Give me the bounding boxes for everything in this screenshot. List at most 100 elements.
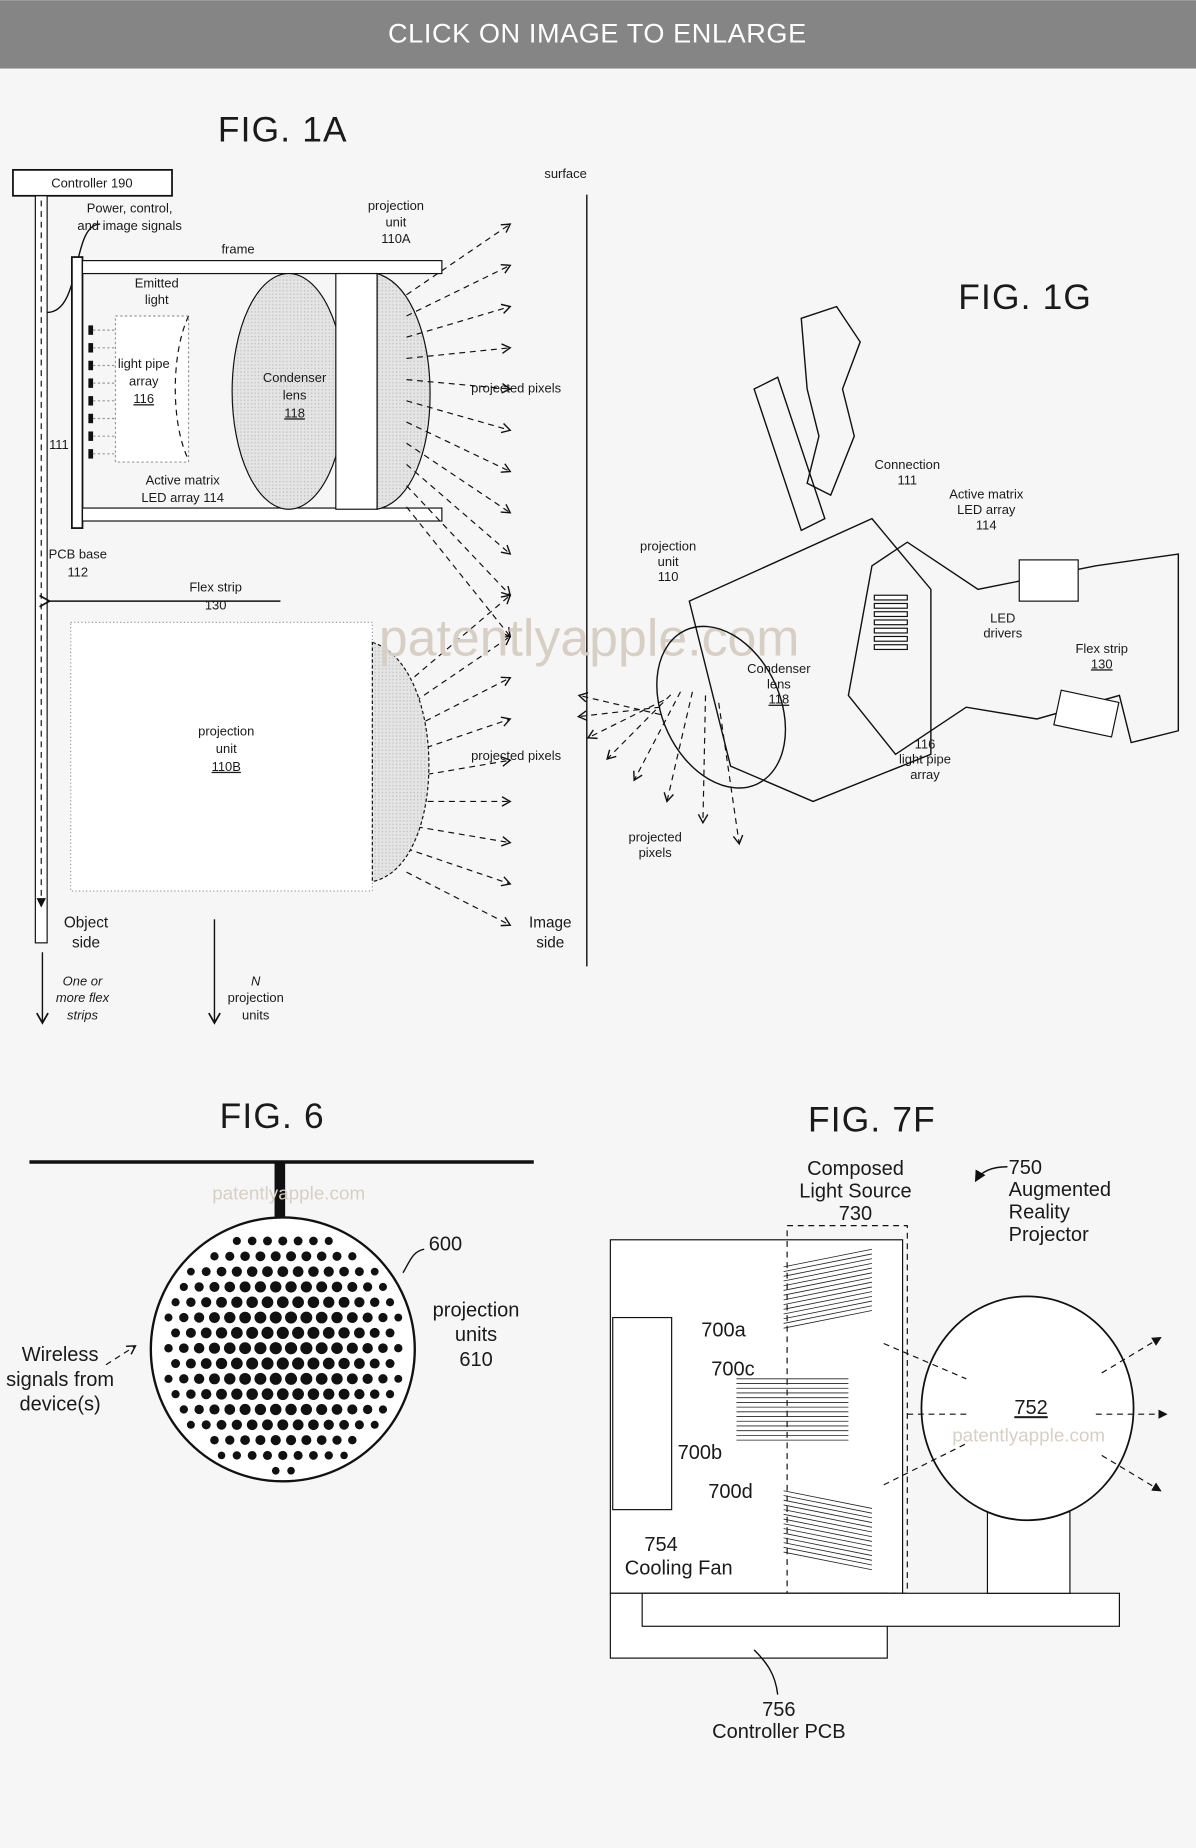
heatsink-fin — [783, 1509, 873, 1528]
controller-box — [12, 168, 173, 197]
watermark: patentlyapple.com — [212, 1183, 365, 1204]
projection-unit-dot — [270, 1281, 282, 1293]
enlarge-banner-text[interactable]: CLICK ON IMAGE TO ENLARGE — [388, 18, 807, 49]
projector-label: Projector — [1009, 1224, 1089, 1246]
projection-unit-dot — [194, 1404, 204, 1415]
projection-unit-dot — [239, 1403, 251, 1416]
projector-label: Augmented — [1009, 1179, 1111, 1201]
projection-unit-dot — [285, 1403, 297, 1416]
projection-unit-dot — [324, 1236, 333, 1246]
projection-unit-dot — [369, 1389, 380, 1399]
condenser-label: lens — [283, 388, 307, 403]
more-strips-label: more flex — [56, 990, 110, 1005]
enlarge-banner[interactable]: CLICK ON IMAGE TO ENLARGE — [0, 0, 1196, 69]
projection-unit-dot — [201, 1389, 212, 1400]
heatsink-fin — [783, 1528, 873, 1547]
heatsink-fin — [783, 1258, 873, 1277]
projection-unit-dot — [307, 1296, 320, 1309]
heatsink-fin — [783, 1262, 873, 1282]
projection-unit-dot — [363, 1282, 373, 1292]
controller-pcb-label: Controller PCB — [712, 1721, 845, 1743]
wireless-label: Wireless — [22, 1344, 99, 1366]
projection-unit-dot — [254, 1342, 267, 1355]
projection-unit-dot — [307, 1326, 320, 1339]
projected-pixel-ray — [406, 594, 512, 685]
projected-pixels-label: pixels — [639, 845, 673, 860]
sphere-ref-label: 600 — [429, 1233, 462, 1255]
heatsink-700d-label: 700d — [708, 1481, 753, 1503]
projection-unit-dot — [263, 1236, 272, 1246]
heatsink-fin — [783, 1542, 873, 1561]
projection-unit-dot — [239, 1342, 252, 1355]
more-strips-label: One or — [63, 973, 103, 988]
projection-unit-dot — [261, 1296, 274, 1309]
projection-unit-dot — [255, 1251, 266, 1262]
projection-unit-dot — [338, 1327, 350, 1339]
projection-unit-dot — [262, 1266, 273, 1277]
light-pipe — [873, 635, 908, 642]
projection-unit-dot — [394, 1313, 403, 1322]
projection-unit-dot — [347, 1404, 358, 1415]
projection-unit-dot — [186, 1389, 196, 1399]
heatsink-fin — [783, 1546, 873, 1566]
projection-unit-dot — [186, 1297, 196, 1307]
projection-unit-dot — [164, 1374, 173, 1383]
projected-pixel-ray — [406, 343, 512, 359]
projection-unit-dot — [230, 1327, 243, 1339]
light-pipe — [873, 594, 908, 601]
connection-label: 111 — [49, 437, 69, 452]
n-units-label: projection — [228, 990, 284, 1005]
fig-1a-title: FIG. 1A — [218, 111, 348, 150]
projection-unit-b-label: 110B — [212, 759, 241, 774]
heatsink-fin — [783, 1537, 873, 1556]
projection-unit-dot — [261, 1326, 274, 1339]
projection-unit-dot — [254, 1311, 267, 1324]
projected-pixel-ray — [576, 706, 661, 722]
projection-unit-dot — [362, 1373, 373, 1384]
n-units-label: N — [251, 973, 261, 988]
projection-unit-dot — [239, 1281, 251, 1293]
projection-unit-dot — [246, 1326, 259, 1339]
projection-unit-dot — [270, 1251, 281, 1262]
projection-unit-dot — [194, 1312, 205, 1323]
figure-1g: FIG. 1G Connection 111 Active matrix LED… — [576, 278, 1180, 860]
projection-unit-dot — [216, 1419, 227, 1430]
projection-unit-dot — [208, 1373, 220, 1385]
projection-unit-dot — [331, 1404, 343, 1415]
frame-label: frame — [221, 242, 254, 257]
projection-unit-dot — [232, 1236, 241, 1246]
projection-unit-dot — [247, 1236, 257, 1246]
projected-pixel-ray — [406, 676, 512, 732]
projection-unit-dot — [300, 1403, 313, 1416]
figure-7f: FIG. 7F patentlyapple.com Composed Light… — [609, 1100, 1168, 1743]
projection-unit-dot — [347, 1281, 358, 1292]
led — [88, 396, 94, 406]
projected-pixel-ray — [663, 691, 694, 803]
projection-unit-dot — [323, 1266, 334, 1277]
heatsink-fin — [783, 1310, 873, 1329]
projection-unit-dot — [231, 1266, 242, 1277]
projected-pixel-ray — [406, 303, 512, 338]
heatsink-fin — [783, 1277, 873, 1296]
projection-unit-dot — [309, 1451, 318, 1460]
light-pipe — [873, 611, 908, 618]
figure-6: FIG. 6 patentlyapple.com 600 projection … — [6, 1097, 534, 1483]
projection-unit-dot — [340, 1451, 348, 1460]
projection-unit-dot — [292, 1419, 304, 1431]
projection-unit-dot — [171, 1358, 181, 1369]
projection-unit-dot — [292, 1357, 305, 1370]
projection-unit-dot — [370, 1420, 379, 1429]
n-units-label: units — [242, 1007, 270, 1022]
projection-unit-dot — [164, 1313, 173, 1322]
led — [88, 449, 94, 459]
projection-unit-dot — [354, 1267, 364, 1277]
projected-pixel-ray — [606, 694, 672, 761]
fig-6-title: FIG. 6 — [220, 1097, 325, 1136]
watermark: patentlyapple.com — [952, 1424, 1105, 1445]
projection-unit-dot — [225, 1251, 235, 1261]
projected-pixel-ray — [406, 421, 512, 473]
projection-unit-dot — [339, 1266, 349, 1277]
flex-strip-bar — [34, 195, 48, 944]
projection-unit-dot — [210, 1252, 219, 1261]
